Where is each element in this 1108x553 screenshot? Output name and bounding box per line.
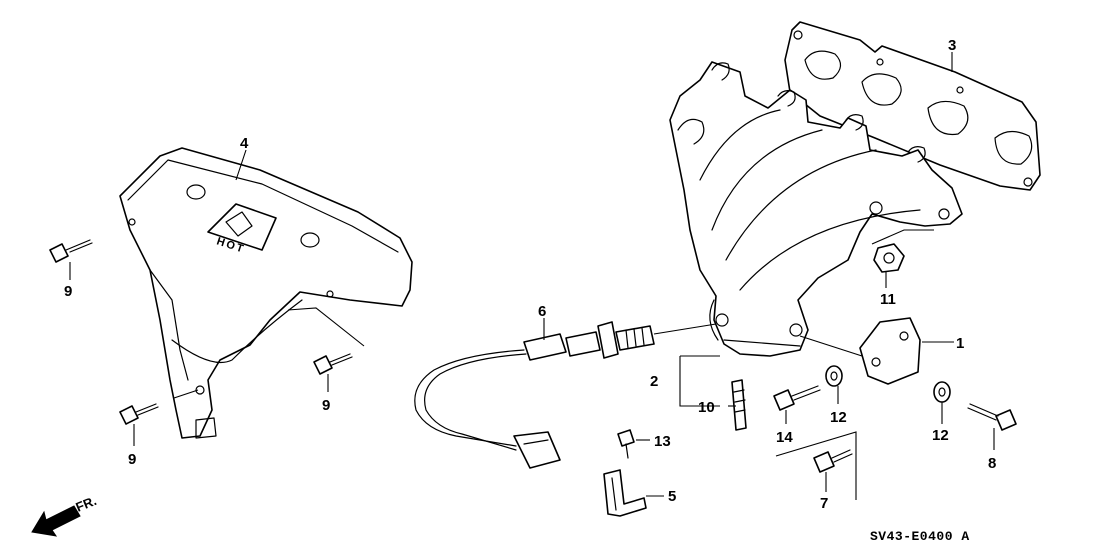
front-direction-arrow: FR.	[31, 493, 99, 537]
stud-10[interactable]	[731, 379, 747, 431]
bolt-7[interactable]	[813, 449, 853, 473]
bolt-14[interactable]	[773, 385, 821, 411]
bolt-9-lower[interactable]	[119, 403, 159, 425]
front-direction-label: FR.	[74, 493, 99, 515]
callout-7: 7	[820, 495, 828, 512]
callout-9-lower: 9	[128, 451, 136, 468]
bolt-13[interactable]	[617, 429, 635, 459]
clip-5[interactable]	[603, 469, 647, 517]
callout-5: 5	[668, 488, 676, 505]
callout-12-center: 12	[830, 409, 847, 426]
callout-12-right: 12	[932, 427, 949, 444]
callout-2: 2	[650, 373, 658, 390]
callout-6: 6	[538, 303, 546, 320]
callout-10: 10	[698, 399, 715, 416]
callout-14: 14	[776, 429, 793, 446]
callout-9-upper: 9	[64, 283, 72, 300]
callout-8: 8	[988, 455, 996, 472]
callout-3: 3	[948, 37, 956, 54]
washer-12-center[interactable]	[825, 365, 843, 387]
manifold-gasket[interactable]	[784, 21, 1041, 191]
callout-11: 11	[880, 291, 896, 308]
bolt-8[interactable]	[967, 403, 1017, 431]
heat-shield[interactable]: HOT	[119, 147, 413, 439]
front-arrow-icon	[31, 505, 81, 537]
bolt-9-middle[interactable]	[313, 353, 353, 375]
callout-4: 4	[240, 135, 249, 152]
callout-9-middle: 9	[322, 397, 330, 414]
callout-1: 1	[956, 335, 964, 352]
diagram-code: SV43-E0400 A	[870, 529, 970, 544]
exhaust-manifold[interactable]	[669, 61, 963, 357]
nut-11[interactable]	[873, 243, 905, 273]
washer-12-right[interactable]	[933, 381, 951, 403]
oxygen-sensor[interactable]	[414, 321, 655, 469]
bolt-9-upper[interactable]	[49, 239, 93, 263]
manifold-bracket[interactable]	[859, 317, 921, 385]
callout-13: 13	[654, 433, 671, 450]
